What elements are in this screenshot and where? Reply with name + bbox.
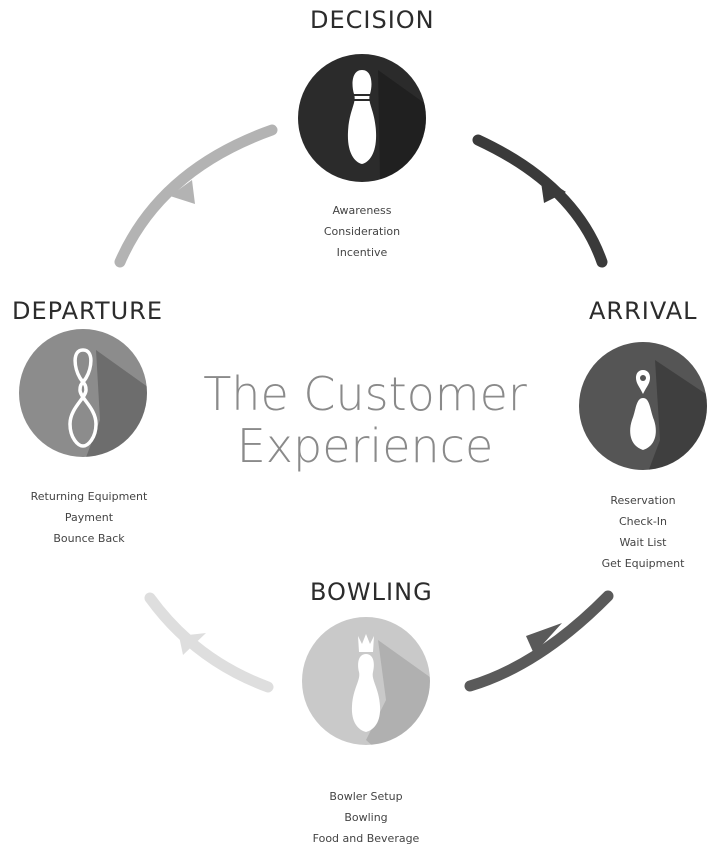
arrow-decision-to-arrival — [472, 134, 608, 268]
list-item: Food and Beverage — [312, 832, 420, 845]
decision-items: Awareness Consideration Incentive — [302, 200, 422, 263]
center-title-line-2: Experience — [236, 419, 494, 473]
bowling-icon-circle — [302, 617, 430, 745]
list-item: Consideration — [323, 225, 401, 238]
center-title-line-1: The Customer — [203, 367, 527, 421]
list-item: Payment — [64, 511, 114, 524]
arrow-departure-to-decision — [114, 124, 278, 268]
list-item: Returning Equipment — [30, 490, 148, 503]
center-title: The Customer Experience — [180, 368, 550, 472]
list-item: Bowling — [344, 811, 388, 824]
list-item: Bounce Back — [53, 532, 125, 545]
list-item: Reservation — [610, 494, 676, 507]
departure-items: Returning Equipment Payment Bounce Back — [18, 486, 160, 549]
decision-icon-circle — [298, 54, 426, 182]
departure-title: DEPARTURE — [12, 297, 163, 325]
figure-eight-icon — [68, 348, 98, 448]
bowling-title: BOWLING — [310, 578, 433, 606]
arrival-items: Reservation Check-In Wait List Get Equip… — [578, 490, 708, 574]
location-pin-icon — [630, 370, 656, 450]
list-item: Bowler Setup — [329, 790, 403, 803]
departure-icon-circle — [19, 329, 147, 457]
arrival-title: ARRIVAL — [589, 297, 698, 325]
bowling-pin-icon — [347, 70, 377, 164]
bowling-items: Bowler Setup Bowling Food and Beverage — [296, 786, 436, 849]
decision-title: DECISION — [310, 6, 435, 34]
crowned-pin-icon — [351, 634, 381, 732]
list-item: Awareness — [332, 204, 392, 217]
arrow-bowling-to-departure — [144, 592, 274, 693]
list-item: Get Equipment — [601, 557, 685, 570]
list-item: Wait List — [619, 536, 667, 549]
list-item: Incentive — [336, 246, 388, 259]
list-item: Check-In — [618, 515, 668, 528]
arrival-icon-circle — [579, 342, 707, 470]
arrow-arrival-to-bowling — [464, 590, 614, 692]
